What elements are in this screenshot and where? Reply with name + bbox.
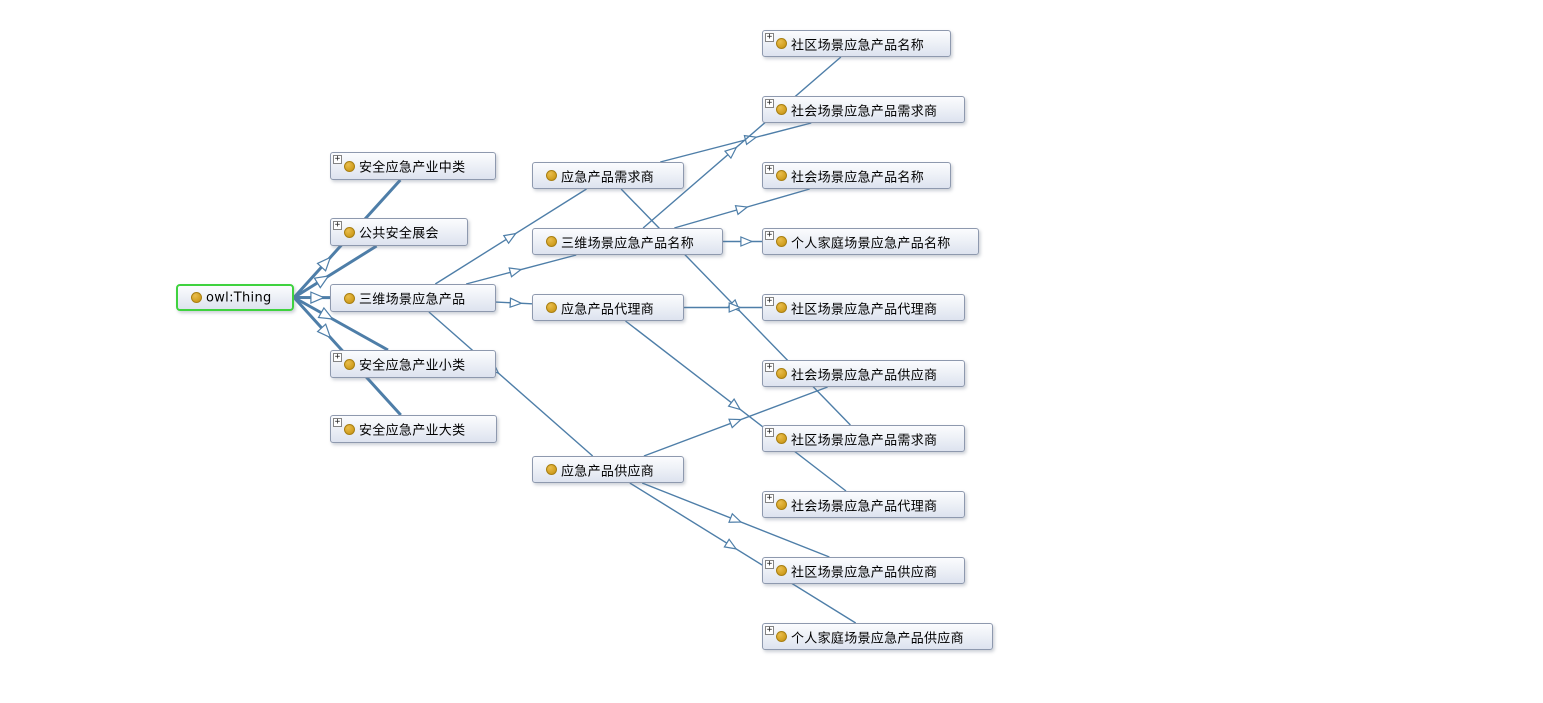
class-circle-icon — [776, 170, 787, 181]
graph-node-product-3d[interactable]: 三维场景应急产品 — [330, 284, 496, 312]
class-circle-icon — [191, 292, 202, 303]
subclass-arrowhead-icon — [740, 236, 754, 247]
node-label: 公共安全展会 — [359, 226, 439, 242]
graph-node-industry-small[interactable]: + 安全应急产业小类 — [330, 350, 496, 378]
node-label: 安全应急产业小类 — [359, 358, 466, 374]
subclass-edge-demander-society-demander — [660, 122, 812, 163]
graph-node-society-name[interactable]: + 社会场景应急产品名称 — [762, 162, 951, 189]
subclass-arrowhead-icon — [734, 205, 749, 216]
class-circle-icon — [546, 464, 557, 475]
subclass-arrowhead-icon — [317, 306, 334, 320]
class-circle-icon — [546, 170, 557, 181]
node-label: 安全应急产业中类 — [359, 160, 466, 176]
graph-node-expo[interactable]: + 公共安全展会 — [330, 218, 468, 246]
subclass-edge-owl-thing-expo — [293, 244, 378, 299]
subclass-arrowhead-icon — [509, 297, 523, 309]
node-label: 应急产品供应商 — [561, 464, 655, 479]
class-circle-icon — [776, 236, 787, 247]
graph-node-industry-big[interactable]: + 安全应急产业大类 — [330, 415, 497, 443]
class-circle-icon — [776, 499, 787, 510]
expand-plus-icon[interactable]: + — [333, 220, 342, 230]
subclass-edge-owl-thing-industry-small — [293, 296, 389, 352]
expand-plus-icon[interactable]: + — [765, 427, 774, 437]
class-circle-icon — [546, 236, 557, 247]
expand-plus-icon[interactable]: + — [333, 417, 342, 427]
subclass-arrowhead-icon — [728, 302, 742, 313]
class-circle-icon — [776, 565, 787, 576]
node-label: 社区场景应急产品需求商 — [791, 433, 938, 448]
subclass-arrowhead-icon — [727, 398, 742, 411]
expand-plus-icon[interactable]: + — [765, 230, 774, 240]
node-label: 个人家庭场景应急产品供应商 — [791, 631, 964, 646]
graph-node-family-name[interactable]: + 个人家庭场景应急产品名称 — [762, 228, 979, 255]
graph-node-society-agent[interactable]: + 社会场景应急产品代理商 — [762, 491, 965, 518]
expand-plus-icon[interactable]: + — [765, 625, 774, 635]
graph-node-community-agent[interactable]: + 社区场景应急产品代理商 — [762, 294, 965, 321]
expand-plus-icon[interactable]: + — [333, 154, 342, 164]
class-circle-icon — [776, 38, 787, 49]
node-label: 个人家庭场景应急产品名称 — [791, 236, 951, 251]
graph-node-supplier[interactable]: 应急产品供应商 — [532, 456, 684, 483]
class-circle-icon — [776, 104, 787, 115]
class-circle-icon — [344, 160, 355, 172]
class-circle-icon — [776, 302, 787, 313]
expand-plus-icon[interactable]: + — [765, 493, 774, 503]
node-label: 社区场景应急产品供应商 — [791, 565, 938, 580]
node-label: 社会场景应急产品供应商 — [791, 368, 938, 383]
graph-node-demander[interactable]: 应急产品需求商 — [532, 162, 684, 189]
node-label: owl:Thing — [206, 290, 272, 305]
expand-plus-icon[interactable]: + — [333, 352, 342, 362]
subclass-arrowhead-icon — [508, 267, 523, 278]
expand-plus-icon[interactable]: + — [765, 164, 774, 174]
class-circle-icon — [546, 302, 557, 313]
graph-node-product-3d-name[interactable]: 三维场景应急产品名称 — [532, 228, 723, 255]
expand-plus-icon[interactable]: + — [765, 296, 774, 306]
subclass-edge-product-3d-supplier — [428, 311, 594, 457]
class-circle-icon — [344, 292, 355, 304]
graph-node-community-name[interactable]: + 社区场景应急产品名称 — [762, 30, 951, 57]
node-label: 社会场景应急产品需求商 — [791, 104, 938, 119]
subclass-arrowhead-icon — [316, 323, 332, 339]
graph-node-industry-mid[interactable]: + 安全应急产业中类 — [330, 152, 496, 180]
expand-plus-icon[interactable]: + — [765, 32, 774, 42]
subclass-arrowhead-icon — [313, 275, 330, 289]
subclass-arrowhead-icon — [316, 256, 332, 272]
graph-node-family-supplier[interactable]: + 个人家庭场景应急产品供应商 — [762, 623, 993, 650]
node-label: 应急产品代理商 — [561, 302, 655, 317]
graph-node-society-supplier[interactable]: + 社会场景应急产品供应商 — [762, 360, 965, 387]
graph-node-agent[interactable]: 应急产品代理商 — [532, 294, 684, 321]
node-label: 三维场景应急产品 — [359, 292, 466, 308]
expand-plus-icon[interactable]: + — [765, 559, 774, 569]
subclass-arrowhead-icon — [723, 146, 738, 160]
expand-plus-icon[interactable]: + — [765, 98, 774, 108]
subclass-arrowhead-icon — [310, 291, 326, 305]
subclass-arrowhead-icon — [728, 512, 743, 523]
node-label: 社会场景应急产品名称 — [791, 170, 925, 185]
node-label: 社区场景应急产品代理商 — [791, 302, 938, 317]
graph-node-owl-thing[interactable]: owl:Thing — [176, 284, 294, 311]
class-circle-icon — [344, 226, 355, 238]
node-label: 安全应急产业大类 — [359, 423, 466, 439]
graph-node-community-demander[interactable]: + 社区场景应急产品需求商 — [762, 425, 965, 452]
subclass-arrowhead-icon — [728, 418, 743, 429]
node-label: 社区场景应急产品名称 — [791, 38, 925, 53]
subclass-edge-product-3d-name-community-name — [642, 56, 842, 229]
expand-plus-icon[interactable]: + — [765, 362, 774, 372]
subclass-arrowhead-icon — [743, 134, 758, 146]
node-label: 三维场景应急产品名称 — [561, 236, 695, 251]
class-circle-icon — [776, 433, 787, 444]
subclass-edge-supplier-family-supplier — [629, 482, 857, 624]
graph-node-society-demander[interactable]: + 社会场景应急产品需求商 — [762, 96, 965, 123]
subclass-arrowhead-icon — [723, 538, 738, 550]
node-label: 社会场景应急产品代理商 — [791, 499, 938, 514]
graph-node-community-supplier[interactable]: + 社区场景应急产品供应商 — [762, 557, 965, 584]
subclass-arrowhead-icon — [502, 232, 517, 245]
class-circle-icon — [344, 423, 355, 435]
node-label: 应急产品需求商 — [561, 170, 655, 185]
class-circle-icon — [776, 631, 787, 642]
class-circle-icon — [776, 368, 787, 379]
class-circle-icon — [344, 358, 355, 370]
